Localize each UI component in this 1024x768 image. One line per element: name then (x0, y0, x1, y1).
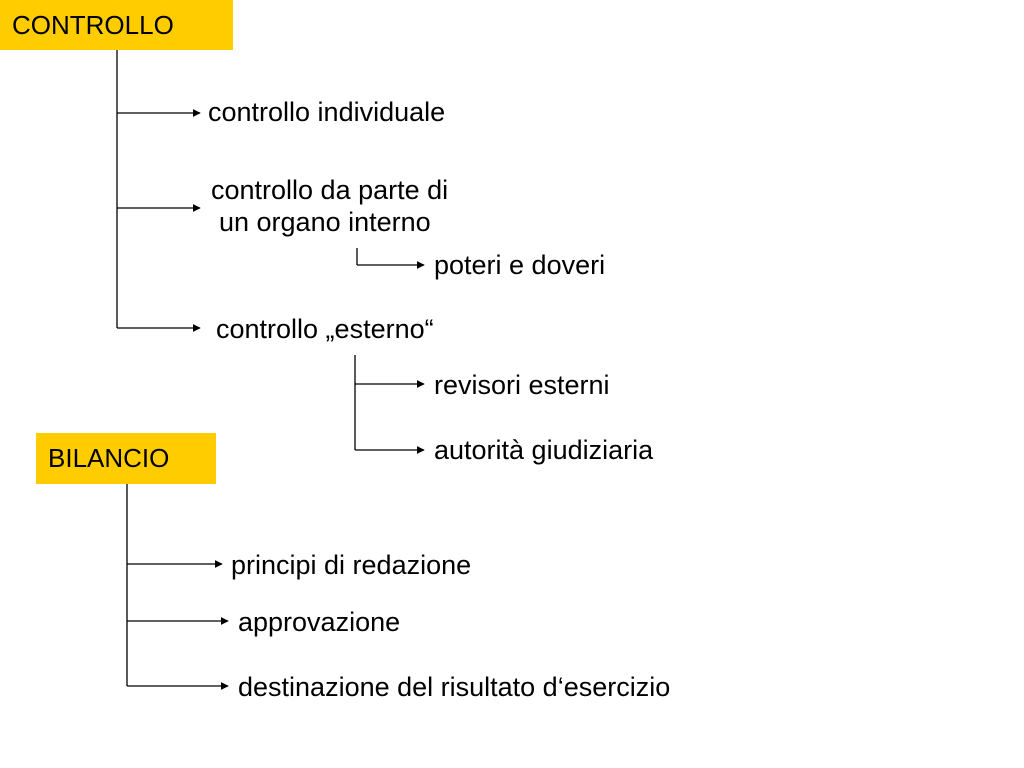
bilancio-heading-box: BILANCIO (36, 433, 216, 484)
node-destinazione-risultato: destinazione del risultato d‘esercizio (238, 672, 671, 702)
node-approvazione: approvazione (238, 607, 401, 637)
bilancio-heading-label: BILANCIO (48, 443, 170, 473)
node-controllo-esterno: controllo „esterno“ (216, 314, 434, 344)
node-controllo-organo-interno-line1: controllo da parte di (211, 175, 449, 205)
node-autorita-giudiziaria: autorità giudiziaria (434, 435, 654, 465)
node-principi-di-redazione: principi di redazione (231, 550, 472, 580)
node-controllo-individuale: controllo individuale (208, 97, 446, 127)
node-controllo-organo-interno-line2: un organo interno (219, 207, 431, 237)
node-revisori-esterni: revisori esterni (434, 370, 610, 400)
controllo-heading-box: CONTROLLO (0, 0, 233, 50)
controllo-heading-label: CONTROLLO (12, 9, 174, 40)
node-poteri-e-doveri: poteri e doveri (434, 250, 606, 280)
